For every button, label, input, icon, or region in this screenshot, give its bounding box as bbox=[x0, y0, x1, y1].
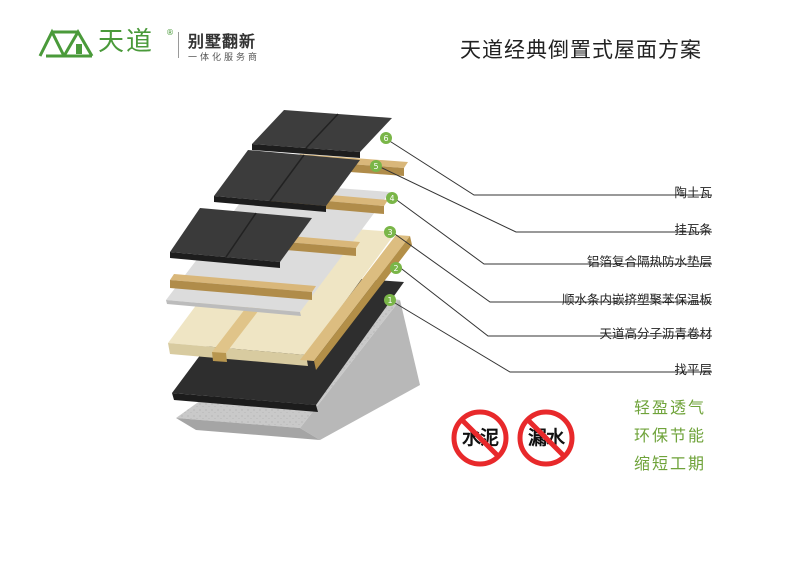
badge-1 bbox=[384, 294, 396, 306]
badge-2 bbox=[390, 262, 402, 274]
brand-subtagline: 一体化服务商 bbox=[188, 53, 261, 63]
registered-mark: ® bbox=[166, 28, 174, 37]
feature-fast: 缩短工期 bbox=[634, 454, 707, 473]
badge-6 bbox=[380, 132, 392, 144]
no-leak-sign: 漏水 bbox=[516, 408, 576, 468]
label-counter-batten: 顺水条内嵌挤塑聚苯保温板 bbox=[561, 292, 712, 307]
prohibit-icon bbox=[451, 409, 509, 467]
brand-tagline: 别墅翻新 bbox=[188, 32, 257, 51]
badge-6-text: 6 bbox=[383, 134, 388, 143]
number-badges: 6 5 4 3 2 1 bbox=[370, 132, 402, 306]
badge-4 bbox=[386, 192, 398, 204]
page-title: 天道经典倒置式屋面方案 bbox=[460, 38, 702, 62]
badge-4-text: 4 bbox=[389, 194, 394, 203]
no-cement-sign: 水泥 bbox=[450, 408, 510, 468]
label-foil-underlay: 铝箔复合隔热防水垫层 bbox=[586, 254, 712, 269]
logo-divider bbox=[178, 32, 179, 58]
badge-3 bbox=[384, 226, 396, 238]
badge-1-text: 1 bbox=[387, 296, 392, 305]
badge-5-text: 5 bbox=[373, 162, 378, 171]
label-membrane: 天道高分子沥青卷材 bbox=[599, 326, 712, 341]
house-logo-icon bbox=[38, 28, 94, 58]
badge-3-text: 3 bbox=[387, 228, 392, 237]
label-clay-tile: 陶土瓦 bbox=[674, 185, 712, 200]
feature-lightweight: 轻盈透气 bbox=[634, 398, 707, 417]
badge-5 bbox=[370, 160, 382, 172]
prohibit-icon bbox=[517, 409, 575, 467]
label-screed: 找平层 bbox=[674, 362, 712, 377]
leader-lines bbox=[377, 139, 712, 373]
feature-eco: 环保节能 bbox=[634, 426, 707, 445]
label-tile-batten: 挂瓦条 bbox=[674, 222, 712, 237]
badge-2-text: 2 bbox=[393, 264, 398, 273]
brand-name: 天道 bbox=[98, 27, 155, 57]
layer-clay-tiles bbox=[170, 110, 392, 268]
